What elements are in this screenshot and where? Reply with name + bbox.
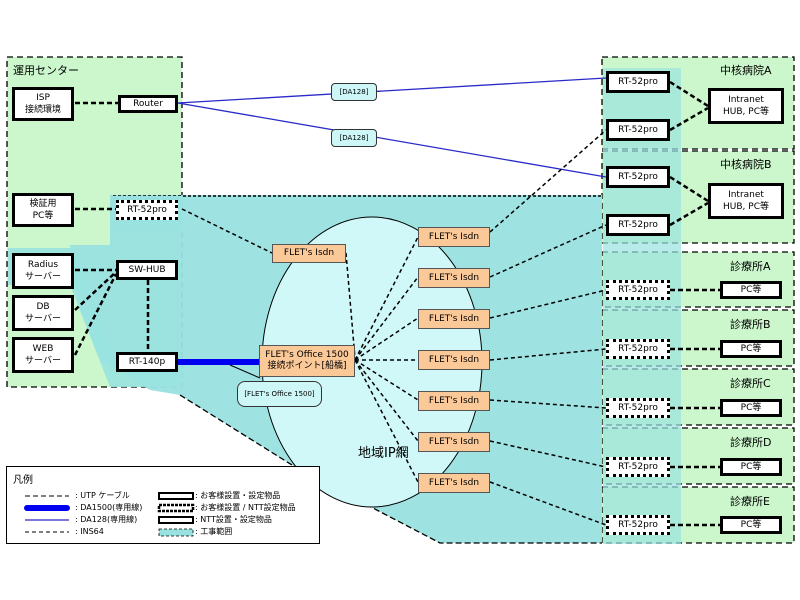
ins64-rt52-isdn [181,208,273,254]
da128-line-b [177,102,607,178]
work-area-box-icon [158,528,194,537]
site-title-clinic-e: 診療所E [730,495,770,508]
ins64-isdn4-clinic-b [489,348,607,361]
isdn-node[interactable]: FLET's Isdn [418,268,490,288]
utp-hosp-a-r2 [669,106,709,132]
office-1500-point[interactable]: FLET's Office 1500 接続ポイント[船橋] [259,345,355,377]
utp-hosp-b-r2 [669,201,709,227]
isdn-node-left[interactable]: FLET's Isdn [272,244,346,263]
legend-da1500-label: : DA1500(専用線) [75,503,143,512]
hospital-b-router-1[interactable]: RT-52pro [606,166,670,188]
customer-box-icon [158,492,194,500]
clinic-c-router[interactable]: RT-52pro [606,398,670,418]
legend-box-icons [157,492,195,537]
legend-ins64-label: : INS64 [75,527,104,536]
office-tag-pointer [229,364,261,379]
clinic-a-router[interactable]: RT-52pro [606,280,670,300]
ins64-isdn6-clinic-d [489,440,607,468]
ins64-office-isdn7 [354,359,419,483]
ins64-isdn5-clinic-c [489,399,607,409]
ins64-left-isdn-office [345,252,356,359]
customer-ntt-box-icon [157,503,195,513]
site-title-hospital-a: 中核病院A [720,64,772,77]
isdn-node[interactable]: FLET's Isdn [418,309,490,329]
site-title-clinic-c: 診療所C [730,377,771,390]
legend-utp-label: : UTP ケーブル [75,491,130,500]
office-1500-tag: [FLET's Office 1500] [237,381,322,407]
ins64-office-isdn1 [354,236,419,361]
ins64-isdn3-clinic-a [489,289,607,319]
legend-line-icons [24,495,70,533]
da128-tag-b: [DA128] [331,129,377,147]
legend-work-area-label: : 工事範囲 [195,527,233,536]
clinic-a-pc[interactable]: PC等 [720,281,782,299]
clinic-b-pc[interactable]: PC等 [720,340,782,358]
site-title-clinic-b: 診療所B [730,318,771,331]
legend-customer-ntt-label: : お客様設置 / NTT設定物品 [195,503,296,512]
clinic-d-pc[interactable]: PC等 [720,458,782,476]
isp-node[interactable]: ISP 接続環境 [12,87,74,121]
isdn-node[interactable]: FLET's Isdn [418,473,490,493]
site-title-clinic-a: 診療所A [730,260,771,273]
verify-pc-node[interactable]: 検証用 PC等 [12,193,74,227]
hospital-a-router-1[interactable]: RT-52pro [606,71,670,93]
utp-db-hub [74,271,117,311]
legend-customer-label: : お客様設置・設定物品 [195,491,281,500]
isdn-node[interactable]: FLET's Isdn [418,432,490,452]
utp-web-hub [73,273,118,356]
clinic-c-pc[interactable]: PC等 [720,399,782,417]
isdn-node[interactable]: FLET's Isdn [418,350,490,370]
clinic-e-pc[interactable]: PC等 [720,516,782,534]
isdn-node[interactable]: FLET's Isdn [418,391,490,411]
center-rt52-node[interactable]: RT-52pro [116,200,178,220]
da128-tag-a: [DA128] [331,83,377,101]
ip-cloud-label: 地域IP網 [358,446,409,461]
legend: 凡例 : UTP ケーブル : DA1500(専用線) : DA128(専用線)… [6,466,320,544]
hospital-b-device[interactable]: Intranet HUB, PC等 [708,183,784,219]
legend-da128-label: : DA128(専用線) [75,515,138,524]
radius-server-node[interactable]: Radius サーバー [12,253,74,289]
isdn-node[interactable]: FLET's Isdn [418,227,490,247]
ins64-office-isdn3 [354,317,419,361]
legend-ntt-label: : NTT設置・設定物品 [195,515,272,524]
hospital-a-device[interactable]: Intranet HUB, PC等 [708,88,784,124]
ins64-office-isdn5 [354,359,419,401]
ntt-box-icon [158,516,194,524]
site-title-clinic-d: 診療所D [730,436,772,449]
clinic-d-router[interactable]: RT-52pro [606,457,670,477]
ins64-isdn1-hosp-a [489,129,607,233]
ins64-office-isdn2 [354,276,419,361]
site-title-hospital-b: 中核病院B [720,158,772,171]
operation-center-title: 運用センター [13,64,79,77]
da128-line-a [177,77,607,104]
db-server-node[interactable]: DB サーバー [12,295,74,331]
rt140p-node[interactable]: RT-140p [116,352,178,372]
clinic-e-router[interactable]: RT-52pro [606,515,670,535]
ins64-office-isdn6 [354,359,419,442]
legend-title: 凡例 [13,475,33,486]
hospital-a-router-2[interactable]: RT-52pro [606,119,670,141]
web-server-node[interactable]: WEB サーバー [12,337,74,373]
sw-hub-node[interactable]: SW-HUB [116,260,178,280]
hospital-b-router-2[interactable]: RT-52pro [606,214,670,236]
clinic-b-router[interactable]: RT-52pro [606,339,670,359]
router-node[interactable]: Router [118,95,178,113]
ins64-isdn2-hosp-b [489,224,607,278]
